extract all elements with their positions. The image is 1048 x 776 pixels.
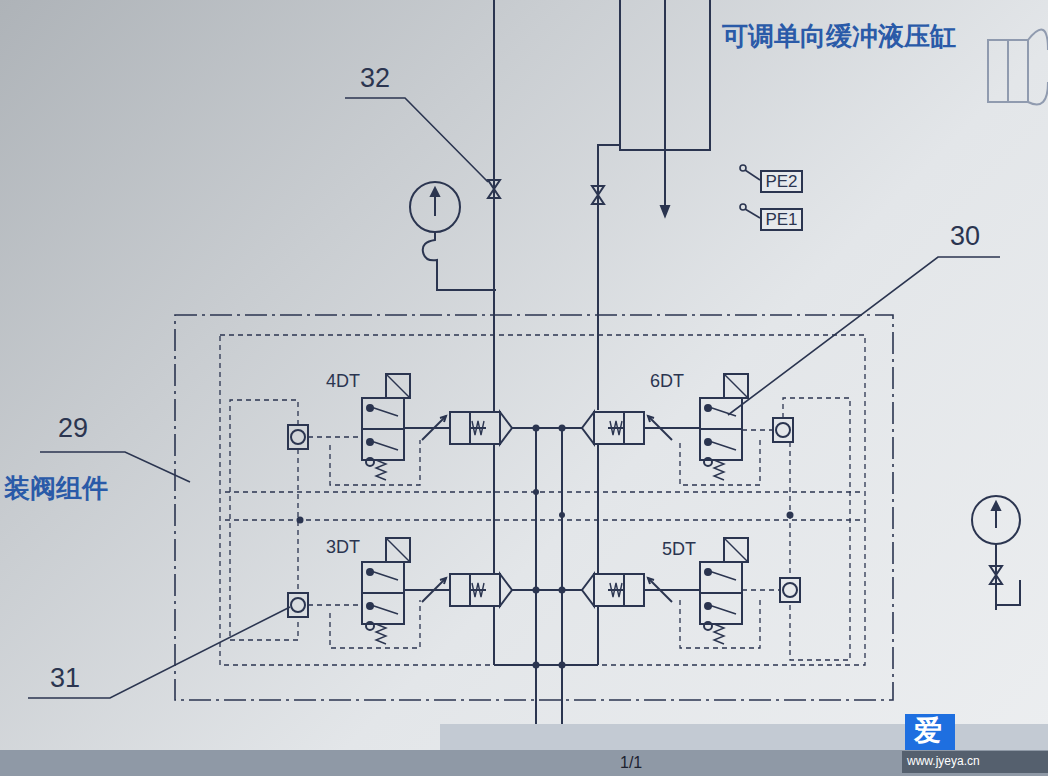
solenoid-valve — [700, 374, 748, 480]
title-text: 可调单向缓冲液压缸 — [722, 22, 956, 51]
callout-number: 30 — [950, 222, 980, 252]
cartridge-valve — [582, 574, 672, 606]
node-text: PE1 — [765, 211, 797, 228]
watermark-badge — [905, 714, 955, 750]
viewer-toolbar — [440, 724, 1048, 750]
callout-number: 32 — [360, 64, 390, 94]
junction-dot — [297, 425, 794, 669]
solenoid-name: 6DT — [650, 372, 684, 392]
solenoid-name: 5DT — [662, 540, 696, 560]
pilot-line — [225, 398, 860, 660]
cartridge-valve — [422, 574, 512, 606]
shuttle-valve — [288, 593, 308, 617]
pressure-switch-box: PE2 — [760, 170, 803, 193]
gauge — [972, 496, 1020, 610]
main-line — [410, 0, 500, 412]
viewer-toolbar — [0, 750, 1048, 776]
pressure-switch-symbol — [740, 165, 760, 218]
solenoid-valve — [362, 374, 410, 480]
watermark-badge — [902, 751, 1048, 773]
shuttle-valve — [288, 425, 308, 449]
watermark: www.jyeya.cn — [907, 755, 980, 768]
pressure-switch-box: PE1 — [760, 208, 803, 231]
cylinder — [592, 0, 710, 410]
callout-number: 29 — [58, 414, 88, 444]
leader-line — [28, 98, 1000, 698]
page-counter: 1/1 — [620, 754, 642, 772]
solenoid-valve — [362, 538, 410, 644]
shuttle-valve — [780, 578, 800, 602]
group-label: 装阀组件 — [4, 474, 108, 503]
cylinder-symbol — [988, 30, 1048, 105]
shuttle-valve — [773, 418, 793, 442]
callout-number: 31 — [50, 664, 80, 694]
solenoid-name: 3DT — [326, 538, 360, 558]
cartridge-valve — [422, 412, 512, 444]
solenoid-name: 4DT — [326, 372, 360, 392]
cartridge-valve — [582, 412, 672, 444]
watermark: 爱 — [914, 716, 942, 747]
node-text: PE2 — [765, 173, 797, 190]
oil-line — [405, 428, 700, 725]
solenoid-valve — [700, 538, 748, 644]
